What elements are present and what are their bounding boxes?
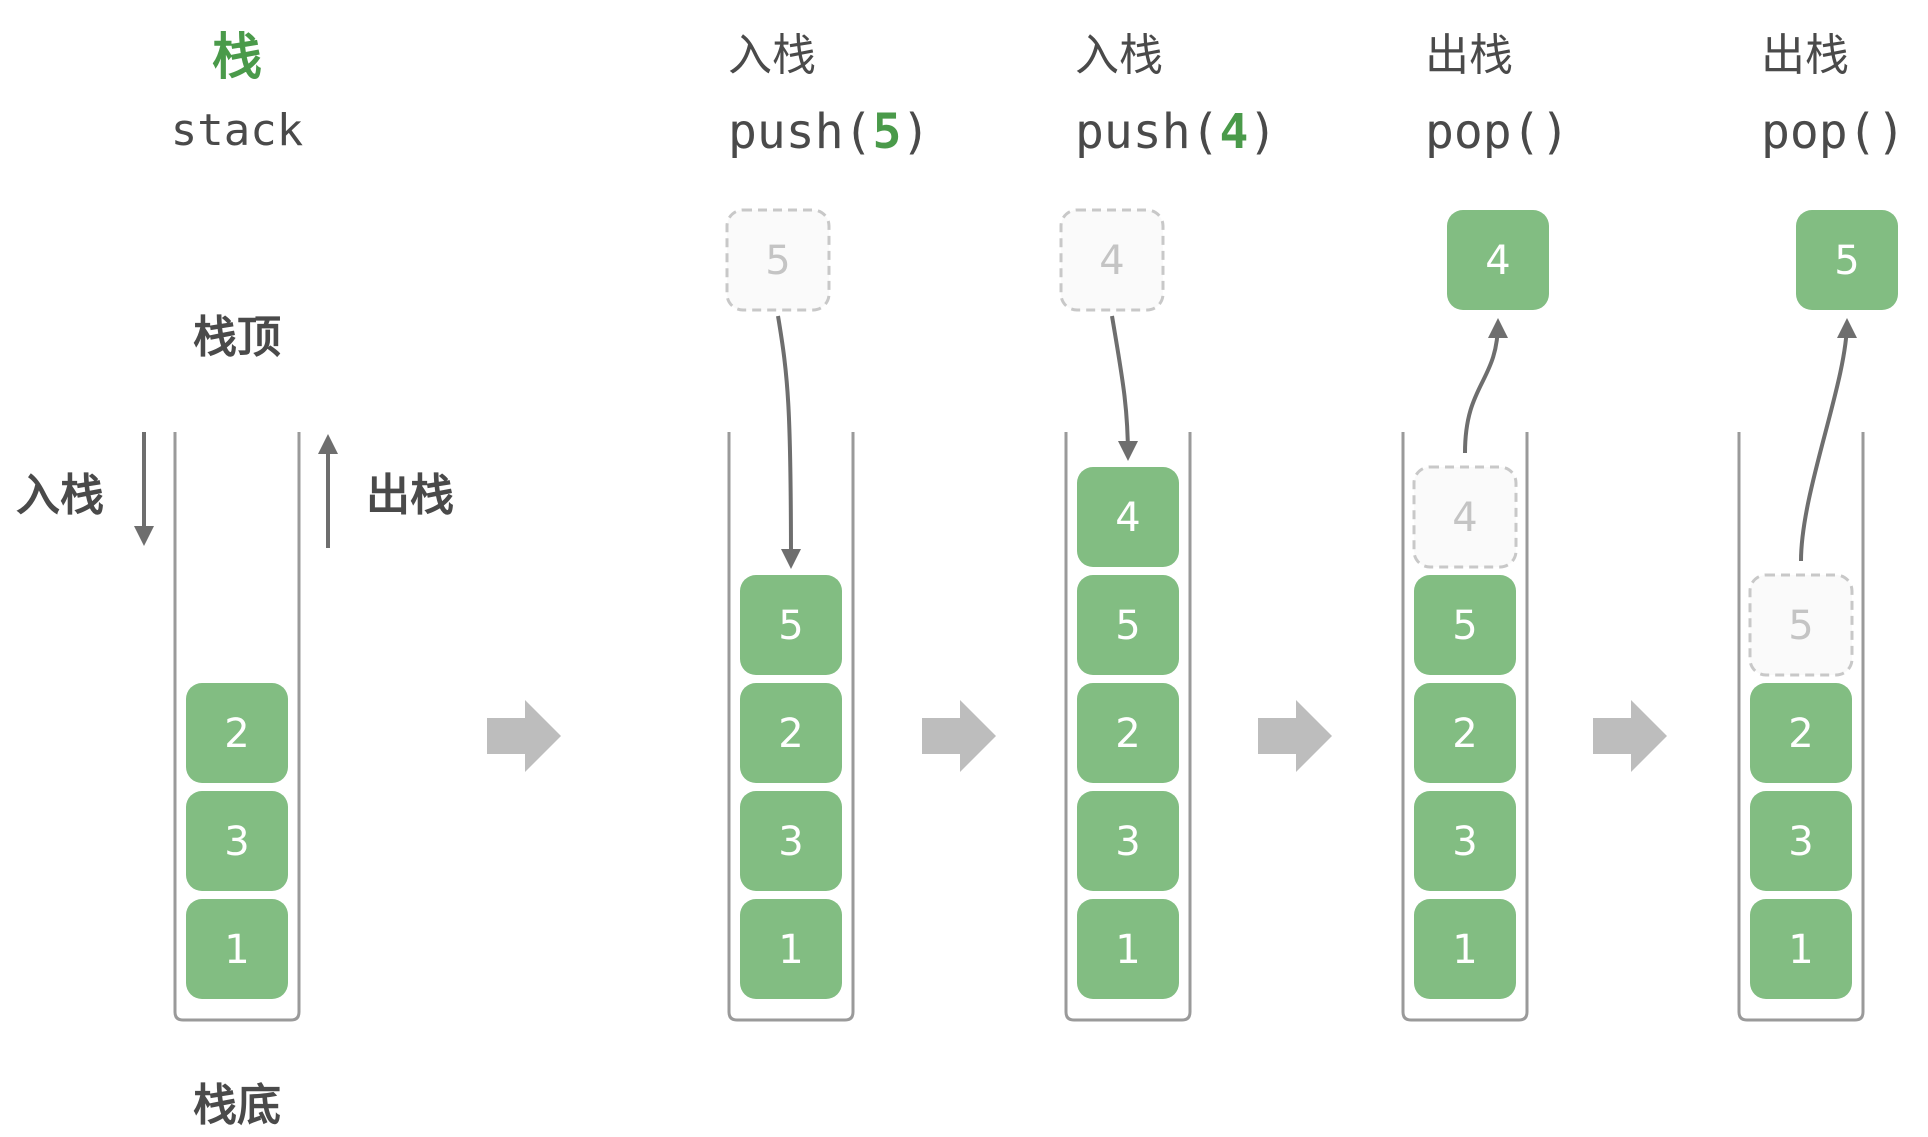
- step-3-stack-item: 1: [1414, 899, 1516, 999]
- step-1-stack-item: 3: [740, 791, 842, 891]
- step-2-stack-item-value: 3: [1115, 819, 1140, 865]
- step-2-stack-item-value: 5: [1115, 603, 1140, 649]
- step-1-push-arrow: [776, 315, 801, 569]
- step-4-stack-tube: [1737, 432, 1865, 1022]
- diagram-subtitle: stack: [171, 105, 303, 156]
- step-1-stack-item-value: 5: [778, 603, 803, 649]
- step-4-stack-item-value: 1: [1788, 927, 1813, 973]
- step-3-removed-slot: 4: [1412, 465, 1518, 569]
- step-2-incoming-item: 4: [1059, 208, 1165, 312]
- step-2-stack-item-value: 2: [1115, 711, 1140, 757]
- step-transition-arrow-2: [922, 700, 996, 772]
- step-4-pop-arrow: [1799, 318, 1857, 562]
- step-3-op-code: pop(): [1425, 104, 1570, 160]
- step-3-popped-item: 4: [1447, 210, 1549, 310]
- step-1-stack-item-value: 2: [778, 711, 803, 757]
- step-2-push-arrow: [1110, 315, 1138, 461]
- step-1-stack-item: 5: [740, 575, 842, 675]
- step-2-stack-item: 2: [1077, 683, 1179, 783]
- step-2-op-code: push(4): [1075, 104, 1277, 160]
- legend-stack-item-value: 2: [224, 711, 249, 757]
- step-4-popped-item-value: 5: [1834, 238, 1859, 284]
- step-2-stack-item: 5: [1077, 575, 1179, 675]
- legend-stack-item-value: 3: [224, 819, 249, 865]
- step-1-incoming-item-value: 5: [765, 238, 790, 284]
- step-op-argument: 4: [1220, 104, 1249, 160]
- step-3-stack-item: 3: [1414, 791, 1516, 891]
- step-op-close: ): [901, 104, 930, 160]
- step-4-op-label: 出栈: [1761, 30, 1849, 81]
- step-3-stack-item-value: 2: [1452, 711, 1477, 757]
- step-2-op-label: 入栈: [1075, 30, 1163, 81]
- legend-stack-item-value: 1: [224, 927, 249, 973]
- step-3-removed-slot-value: 4: [1452, 495, 1477, 541]
- step-2-stack-item-value: 4: [1115, 495, 1140, 541]
- step-1-stack-tube: [727, 432, 855, 1022]
- step-op-call: push(: [728, 104, 873, 160]
- step-transition-arrow-1: [487, 700, 561, 772]
- step-2-stack-item-value: 1: [1115, 927, 1140, 973]
- step-3-stack-item: 2: [1414, 683, 1516, 783]
- legend-stack-item: 2: [186, 683, 288, 783]
- step-3-stack-item-value: 5: [1452, 603, 1477, 649]
- step-3-stack-tube: [1401, 432, 1529, 1022]
- step-4-op-code: pop(): [1761, 104, 1906, 160]
- step-4-stack-item: 3: [1750, 791, 1852, 891]
- step-3-stack-item-value: 3: [1452, 819, 1477, 865]
- step-1-stack-item-value: 1: [778, 927, 803, 973]
- step-1-incoming-item: 5: [725, 208, 831, 312]
- step-op-call: push(: [1075, 104, 1220, 160]
- stack-top-label: 栈顶: [193, 312, 281, 363]
- step-1-stack-item: 2: [740, 683, 842, 783]
- step-op-call: pop(): [1761, 104, 1906, 160]
- step-transition-arrow-4: [1593, 700, 1667, 772]
- step-3-op-label: 出栈: [1425, 30, 1513, 81]
- stack-bottom-label: 栈底: [193, 1080, 281, 1131]
- step-4-stack-item-value: 3: [1788, 819, 1813, 865]
- step-op-call: pop(): [1425, 104, 1570, 160]
- step-transition-arrow-3: [1258, 700, 1332, 772]
- step-op-argument: 5: [873, 104, 902, 160]
- diagram-title: 栈: [212, 28, 262, 86]
- step-op-close: ): [1248, 104, 1277, 160]
- step-2-stack-tube: [1064, 432, 1192, 1022]
- step-4-popped-item: 5: [1796, 210, 1898, 310]
- push-direction-label: 入栈: [16, 470, 104, 521]
- step-1-op-label: 入栈: [728, 30, 816, 81]
- step-2-stack-item: 4: [1077, 467, 1179, 567]
- legend-stack-tube: [173, 432, 301, 1022]
- step-3-stack-item-value: 1: [1452, 927, 1477, 973]
- step-4-removed-slot: 5: [1748, 573, 1854, 677]
- step-3-pop-arrow: [1463, 318, 1508, 454]
- step-2-stack-item: 1: [1077, 899, 1179, 999]
- step-3-stack-item: 5: [1414, 575, 1516, 675]
- step-4-stack-item-value: 2: [1788, 711, 1813, 757]
- step-3-popped-item-value: 4: [1485, 238, 1510, 284]
- step-4-stack-item: 2: [1750, 683, 1852, 783]
- step-4-stack-item: 1: [1750, 899, 1852, 999]
- step-1-op-code: push(5): [728, 104, 930, 160]
- step-2-incoming-item-value: 4: [1099, 238, 1124, 284]
- step-1-stack-item-value: 3: [778, 819, 803, 865]
- legend-stack-item: 3: [186, 791, 288, 891]
- step-1-stack-item: 1: [740, 899, 842, 999]
- legend-stack-item: 1: [186, 899, 288, 999]
- step-2-stack-item: 3: [1077, 791, 1179, 891]
- pop-direction-label: 出栈: [366, 470, 454, 521]
- step-4-removed-slot-value: 5: [1788, 603, 1813, 649]
